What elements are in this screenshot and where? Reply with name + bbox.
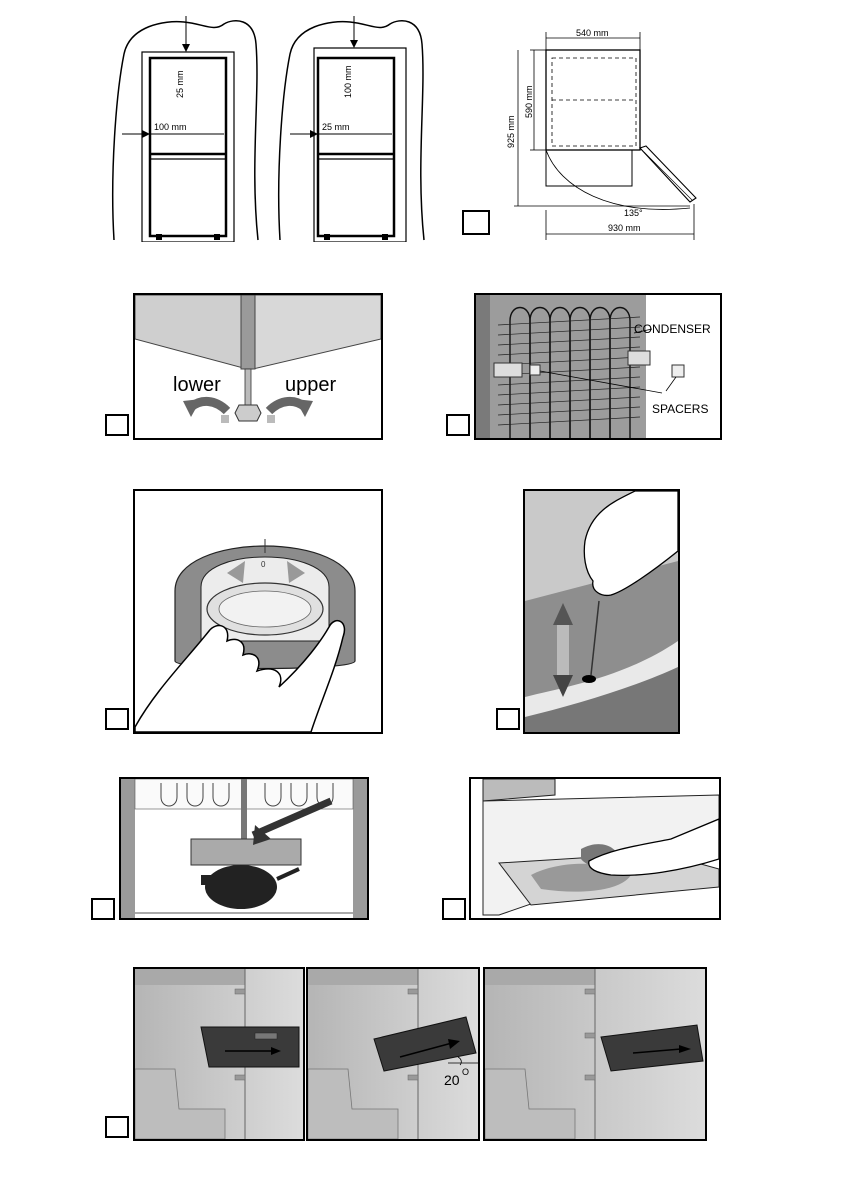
clearance-figure: 25 mm 100 mm 100 mm 25 mm: [104, 14, 434, 242]
figure-number-box-1: [462, 210, 490, 235]
thermostat-dial-figure: 0: [133, 489, 383, 734]
open-depth-label: 930 mm: [608, 223, 641, 233]
width-label: 540 mm: [576, 28, 609, 38]
drawer-panel-1: [133, 967, 305, 1141]
figure-number-box-3: [446, 414, 470, 436]
drawer-panel-2: 20 O: [306, 967, 480, 1141]
figure-number-box-4: [105, 708, 129, 730]
drawer-panel-3: [483, 967, 707, 1141]
drain-hole-figure: [523, 489, 680, 734]
figure-number-box-8: [105, 1116, 129, 1138]
levelling-feet-figure: lower upper: [133, 293, 383, 440]
figure-number-box-5: [496, 708, 520, 730]
tilt-angle-unit: O: [462, 1067, 469, 1077]
figure-number-box-2: [105, 414, 129, 436]
lower-label: lower: [173, 374, 221, 396]
right-top-gap-label: 100 mm: [343, 65, 353, 98]
door-angle-label: 135°: [624, 208, 643, 218]
cabinet-height-label: 590 mm: [524, 85, 534, 118]
compressor-figure: [119, 777, 369, 920]
left-top-gap-label: 25 mm: [175, 70, 185, 98]
spacers-label: SPACERS: [652, 402, 708, 416]
figure-number-box-6: [91, 898, 115, 920]
figure-number-box-7: [442, 898, 466, 920]
dial-zero-mark: 0: [261, 560, 266, 569]
total-height-label: 925 mm: [506, 115, 516, 148]
right-side-gap-label: 25 mm: [322, 122, 350, 132]
condenser-spacers-figure: CONDENSER SPACERS: [474, 293, 722, 440]
tilt-angle-label: 20: [444, 1072, 460, 1088]
dimensions-figure: 540 mm 590 mm 925 mm 135° 930 mm: [500, 28, 700, 243]
cleaning-figure: [469, 777, 721, 920]
left-side-gap-label: 100 mm: [154, 122, 187, 132]
condenser-label: CONDENSER: [634, 322, 711, 336]
upper-label: upper: [285, 374, 336, 396]
